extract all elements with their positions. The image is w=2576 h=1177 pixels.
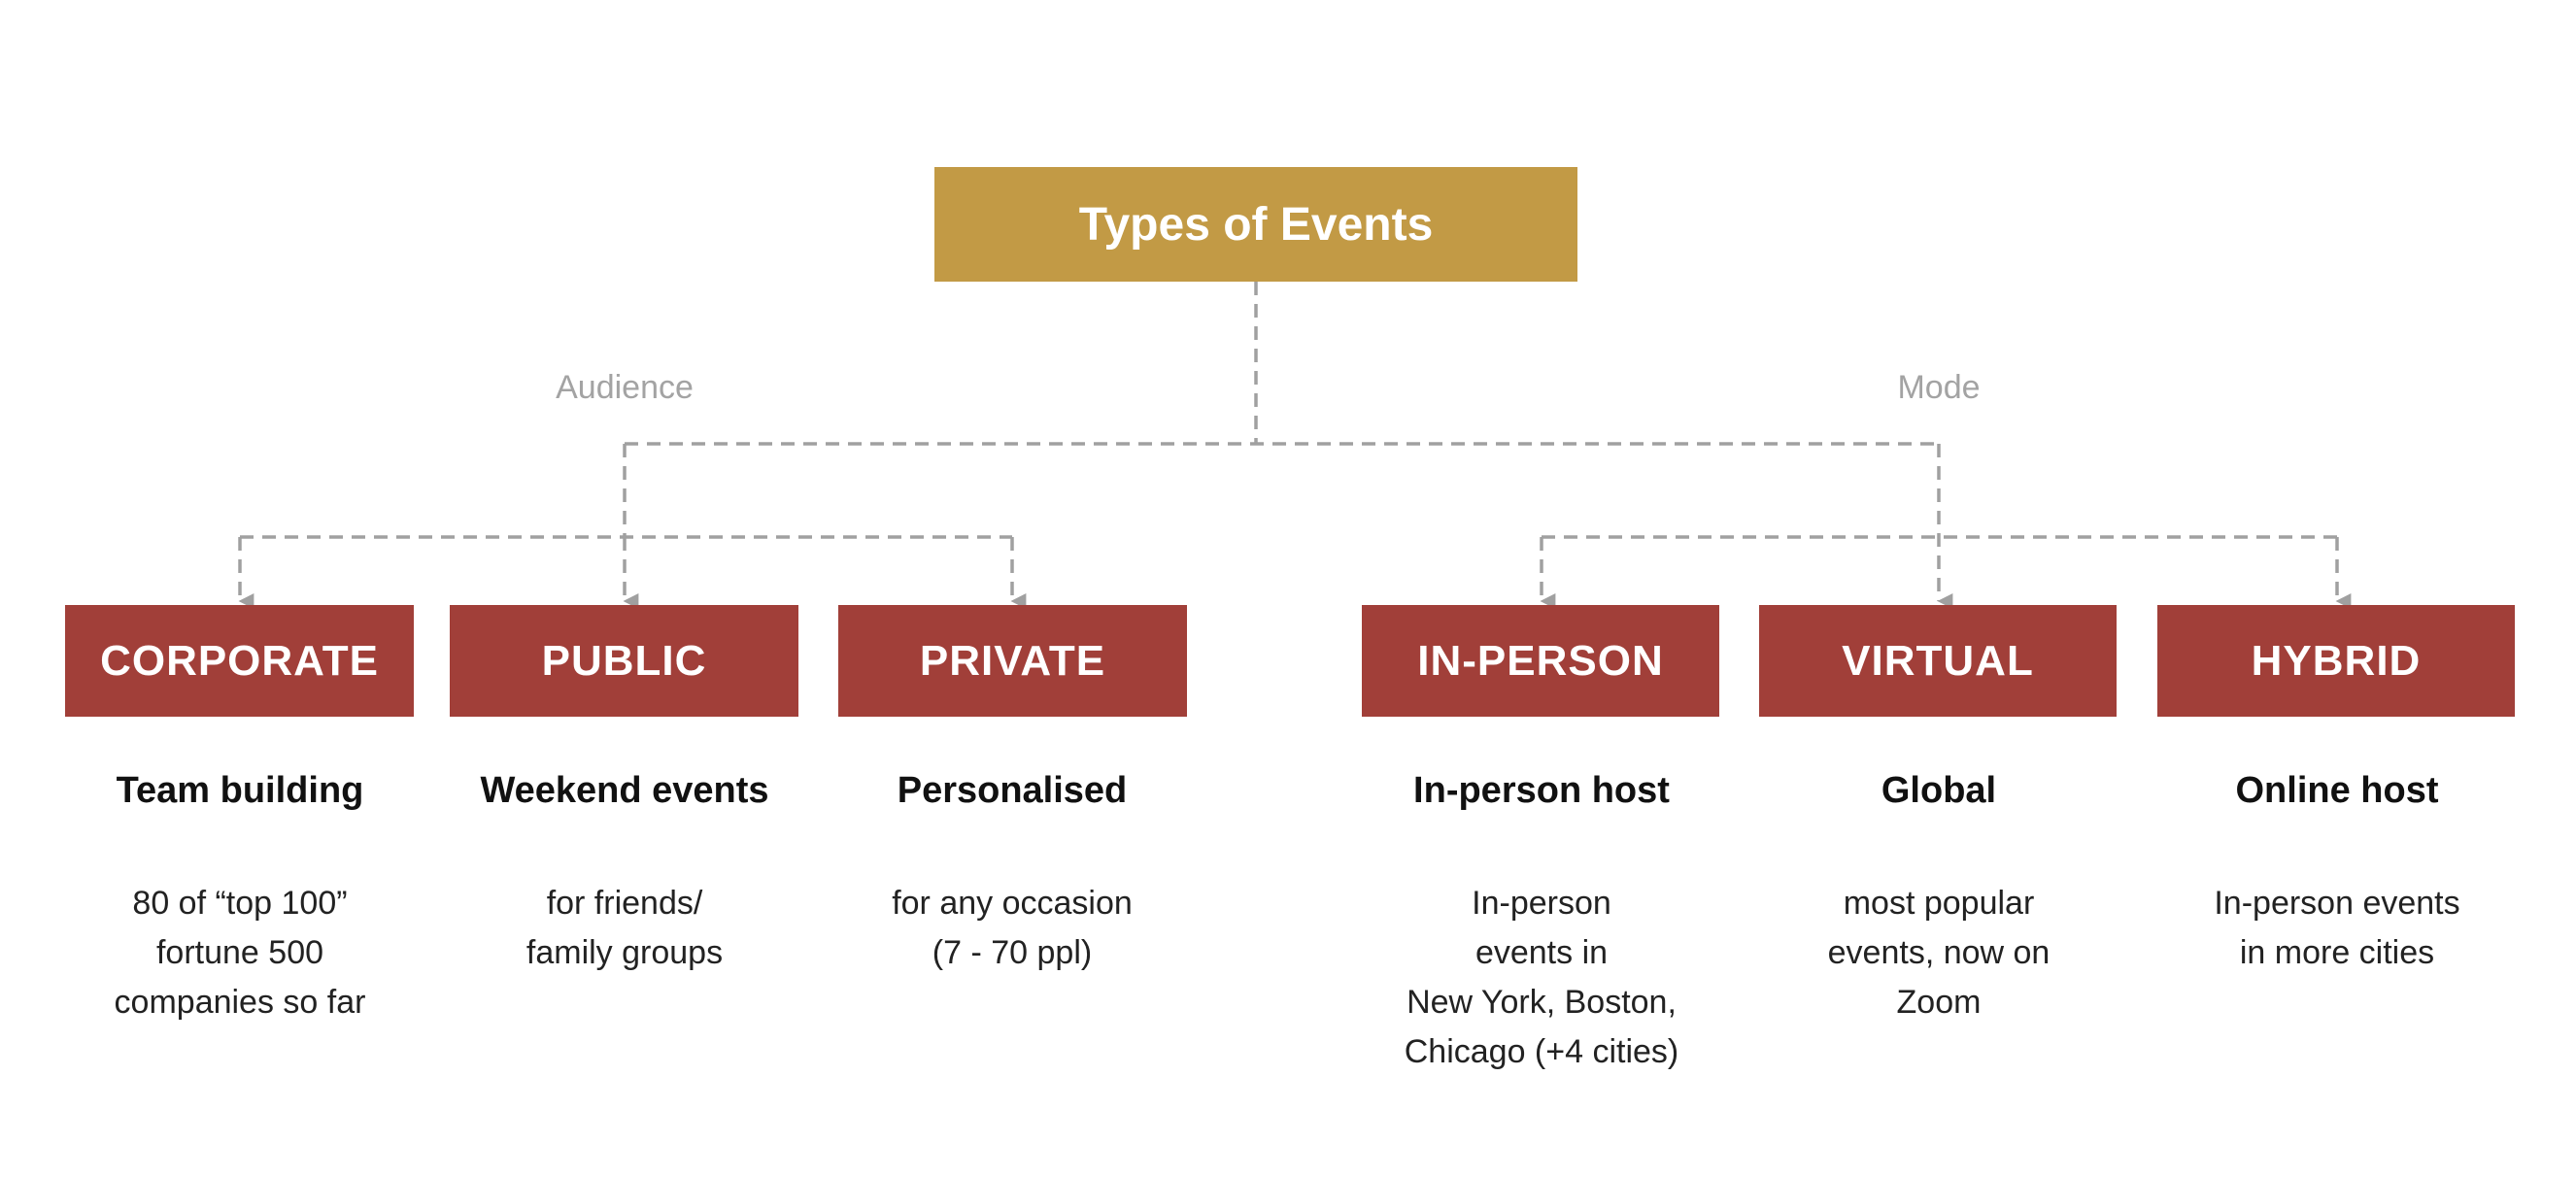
category-desc-in-person: In-person events in New York, Boston, Ch… bbox=[1357, 879, 1726, 1077]
desc-line: In-person events bbox=[2214, 885, 2460, 922]
desc-line: In-person bbox=[1472, 885, 1611, 922]
desc-line: fortune 500 bbox=[155, 934, 324, 971]
category-title-private: Personalised bbox=[897, 770, 1128, 811]
root-node: Types of Events bbox=[934, 167, 1577, 282]
desc-line: for any occasion bbox=[892, 885, 1133, 922]
category-box-public: PUBLIC bbox=[450, 605, 798, 717]
desc-line: companies so far bbox=[114, 984, 366, 1021]
desc-line: 80 of “top 100” bbox=[132, 885, 348, 922]
desc-line: Chicago (+4 cities) bbox=[1404, 1033, 1679, 1070]
category-name: PRIVATE bbox=[919, 636, 1106, 685]
category-box-corporate: CORPORATE bbox=[65, 605, 414, 717]
category-desc-public: for friends/ family groups bbox=[440, 879, 809, 978]
desc-line: events, now on bbox=[1827, 934, 2051, 971]
desc-line: most popular bbox=[1843, 885, 2035, 922]
category-desc-virtual: most popular events, now on Zoom bbox=[1754, 879, 2123, 1027]
category-name: VIRTUAL bbox=[1842, 636, 2034, 685]
category-name: PUBLIC bbox=[541, 636, 707, 685]
category-title-virtual: Global bbox=[1881, 770, 1997, 811]
category-desc-private: for any occasion (7 - 70 ppl) bbox=[828, 879, 1197, 978]
category-desc-hybrid: In-person events in more cities bbox=[2152, 879, 2522, 978]
desc-line: Zoom bbox=[1896, 984, 1982, 1021]
desc-line: events in bbox=[1474, 934, 1609, 971]
category-box-virtual: VIRTUAL bbox=[1759, 605, 2117, 717]
category-title-public: Weekend events bbox=[480, 770, 769, 811]
category-desc-corporate: 80 of “top 100” fortune 500 companies so… bbox=[55, 879, 424, 1027]
category-title-in-person: In-person host bbox=[1413, 770, 1670, 811]
category-title-hybrid: Online host bbox=[2235, 770, 2439, 811]
category-box-hybrid: HYBRID bbox=[2157, 605, 2515, 717]
category-box-in-person: IN-PERSON bbox=[1362, 605, 1719, 717]
category-name: CORPORATE bbox=[100, 636, 379, 685]
category-box-private: PRIVATE bbox=[838, 605, 1187, 717]
desc-line: (7 - 70 ppl) bbox=[932, 934, 1093, 971]
branch-label-mode: Mode bbox=[1897, 369, 1981, 406]
desc-line: for friends/ bbox=[546, 885, 703, 922]
category-title-corporate: Team building bbox=[116, 770, 364, 811]
category-name: IN-PERSON bbox=[1417, 636, 1664, 685]
desc-line: New York, Boston, bbox=[1407, 984, 1677, 1021]
root-title: Types of Events bbox=[1078, 198, 1434, 251]
branch-label-audience: Audience bbox=[556, 369, 694, 406]
desc-line: in more cities bbox=[2239, 934, 2435, 971]
desc-line: family groups bbox=[525, 934, 724, 971]
category-name: HYBRID bbox=[2251, 636, 2422, 685]
